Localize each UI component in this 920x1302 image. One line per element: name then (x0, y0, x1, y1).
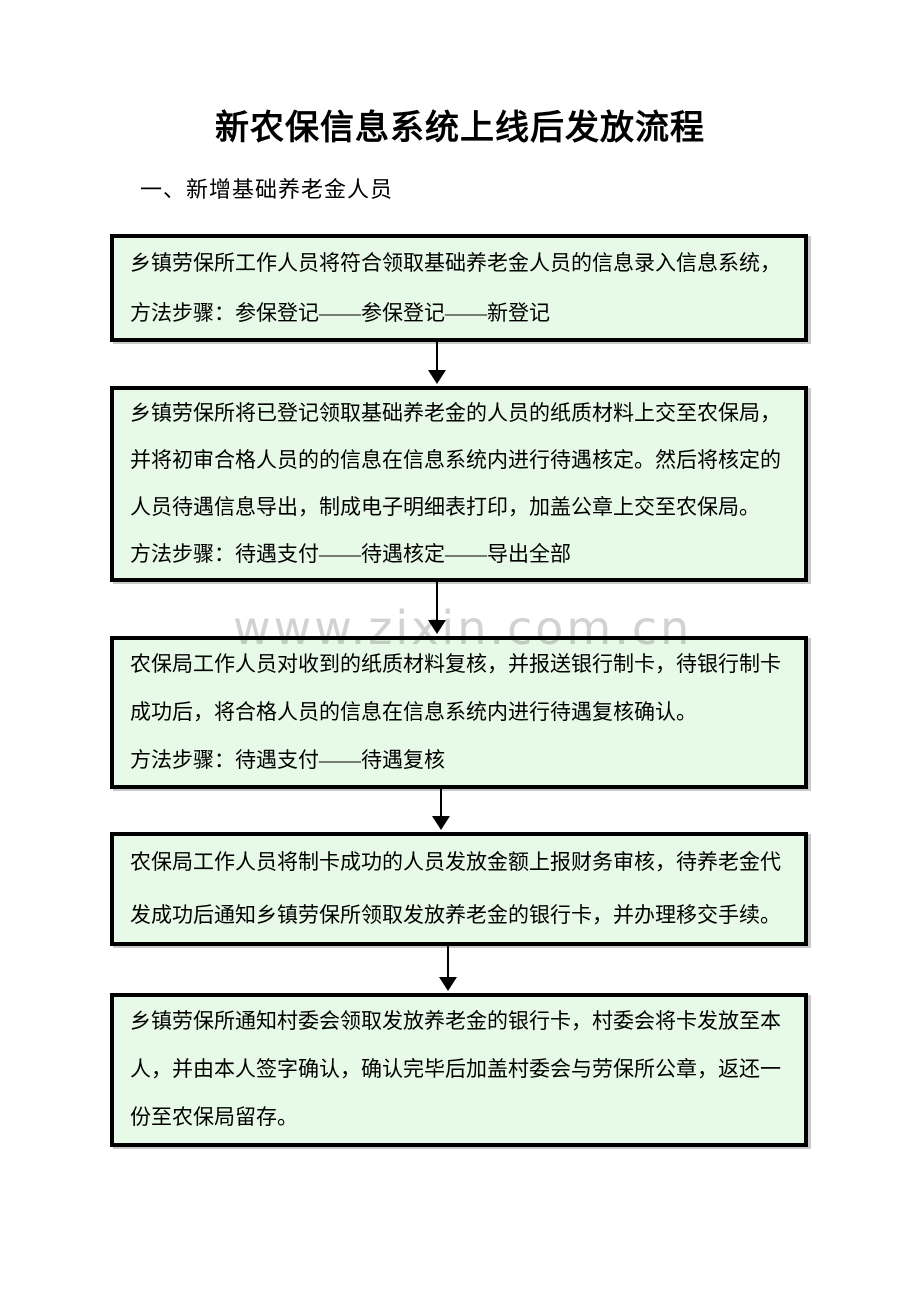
down-arrow-connector-icon (428, 342, 446, 384)
down-arrow-connector-icon (439, 946, 457, 991)
arrow-shaft (436, 342, 438, 371)
flow-step-box-2: 乡镇劳保所将已登记领取基础养老金的人员的纸质材料上交至农保局， 并将初审合格人员… (110, 386, 808, 582)
flow-step-4-line-1: 农保局工作人员将制卡成功的人员发放金额上报财务审核，待养老金代 (130, 850, 781, 874)
flow-step-5-line-1: 乡镇劳保所通知村委会领取发放养老金的银行卡，村委会将卡发放至本 (130, 1009, 781, 1033)
section-heading: 一、新增基础养老金人员 (140, 177, 394, 202)
arrow-shaft (436, 582, 438, 621)
flow-step-2-line-4: 方法步骤：待遇支付——待遇核定——导出全部 (130, 542, 571, 566)
flow-step-box-4: 农保局工作人员将制卡成功的人员发放金额上报财务审核，待养老金代 发成功后通知乡镇… (110, 832, 808, 946)
arrow-shaft (447, 946, 449, 978)
arrow-shaft (440, 789, 442, 817)
flow-step-5-line-2: 人，并由本人签字确认，确认完毕后加盖村委会与劳保所公章，返还一 (130, 1057, 781, 1081)
page-title: 新农保信息系统上线后发放流程 (215, 110, 705, 147)
flow-step-box-3: 农保局工作人员对收到的纸质材料复核，并报送银行制卡，待银行制卡 成功后，将合格人… (110, 636, 808, 789)
flow-step-3-line-3: 方法步骤：待遇支付——待遇复核 (130, 748, 445, 772)
down-arrow-connector-icon (432, 789, 450, 830)
flow-step-1-line-2: 方法步骤：参保登记——参保登记——新登记 (130, 301, 550, 325)
flow-step-3-line-2: 成功后，将合格人员的信息在信息系统内进行待遇复核确认。 (130, 700, 697, 724)
flow-step-2-line-1: 乡镇劳保所将已登记领取基础养老金的人员的纸质材料上交至农保局， (130, 401, 781, 425)
arrow-head (439, 977, 457, 991)
arrow-head (432, 816, 450, 830)
flow-step-1-line-1: 乡镇劳保所工作人员将符合领取基础养老金人员的信息录入信息系统， (130, 251, 781, 275)
flow-step-5-line-3: 份至农保局留存。 (130, 1105, 298, 1129)
flow-step-box-1: 乡镇劳保所工作人员将符合领取基础养老金人员的信息录入信息系统， 方法步骤：参保登… (110, 234, 808, 342)
flow-step-box-5: 乡镇劳保所通知村委会领取发放养老金的银行卡，村委会将卡发放至本 人，并由本人签字… (110, 993, 808, 1147)
flow-step-2-line-3: 人员待遇信息导出，制成电子明细表打印，加盖公章上交至农保局。 (130, 495, 760, 519)
flow-step-3-line-1: 农保局工作人员对收到的纸质材料复核，并报送银行制卡，待银行制卡 (130, 652, 781, 676)
arrow-head (428, 620, 446, 634)
down-arrow-connector-icon (428, 582, 446, 634)
flow-step-2-line-2: 并将初审合格人员的的信息在信息系统内进行待遇核定。然后将核定的 (130, 448, 781, 472)
arrow-head (428, 370, 446, 384)
flow-step-4-line-2: 发成功后通知乡镇劳保所领取发放养老金的银行卡，并办理移交手续。 (130, 903, 781, 927)
